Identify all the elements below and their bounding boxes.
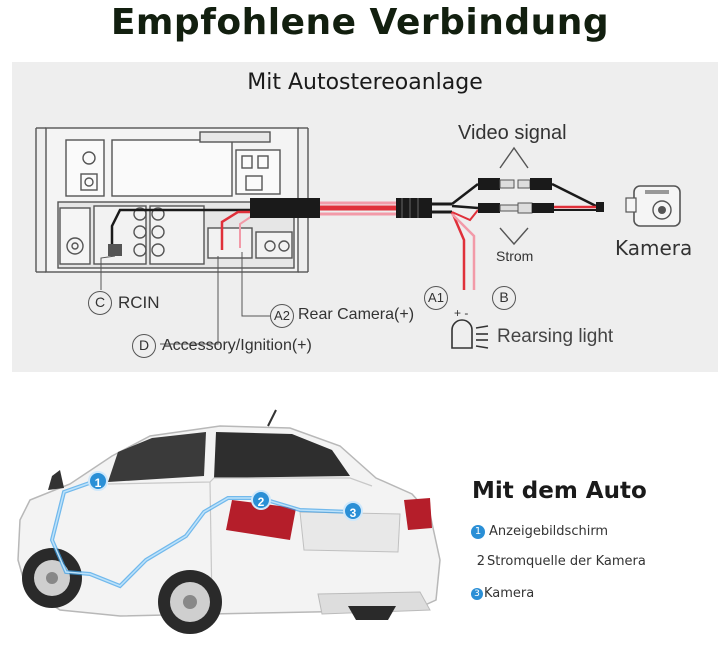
polarity-label: + -: [454, 306, 469, 320]
strom-label: Strom: [496, 248, 534, 264]
wire-black-internal: [110, 208, 252, 250]
camera-icon: [625, 185, 681, 227]
video-signal-arrow: [499, 146, 529, 169]
accessory-label: Accessory/Ignition(+): [162, 337, 312, 354]
badge-c: C: [88, 291, 112, 315]
leader-rcin: [100, 255, 116, 290]
leader-rear-camera: [241, 252, 270, 317]
wire-red-reversing: [450, 211, 466, 290]
badge-a1: A1: [424, 286, 448, 310]
leader-accessory: [160, 256, 219, 345]
car-marker-1: 1: [88, 471, 108, 491]
legend-number-2: 2: [476, 554, 485, 569]
wire-red-internal: [220, 210, 252, 250]
car-marker-2: 2: [251, 490, 271, 510]
strom-arrow: [499, 227, 529, 246]
legend-label-1: Anzeigebildschirm: [489, 524, 609, 539]
rcin-label: RCIN: [118, 293, 160, 312]
rear-camera-label: Rear Camera(+): [298, 306, 415, 323]
power-connectors: [478, 202, 604, 214]
page-title: Empfohlene Verbindung: [110, 2, 610, 43]
badge-d: D: [132, 334, 156, 358]
main-harness: [250, 183, 479, 222]
reversing-light-icon: [451, 319, 489, 349]
badge-a2: A2: [270, 304, 294, 328]
legend-label-3: Kamera: [484, 586, 535, 601]
wire-pink-reversing: [451, 213, 476, 290]
video-signal-label: Video signal: [458, 122, 567, 144]
reversing-light-label: Rearsing light: [497, 326, 614, 347]
car-section-title: Mit dem Auto: [472, 478, 647, 504]
car-illustration: [17, 409, 441, 634]
legend-item-1: 1 Anzeigebildschirm: [471, 524, 608, 539]
wire-pink-internal: [239, 215, 253, 248]
kamera-label: Kamera: [615, 236, 693, 260]
legend-number-3: 3: [471, 587, 483, 600]
legend-number-1: 1: [471, 524, 485, 539]
video-rca-connectors: [478, 178, 601, 210]
legend-label-2: Stromquelle der Kamera: [487, 554, 646, 569]
stereo-section-title: Mit Autostereoanlage: [247, 70, 483, 95]
rcin-connector: [108, 244, 122, 256]
badge-b: B: [492, 286, 516, 310]
car-marker-3: 3: [343, 501, 363, 521]
